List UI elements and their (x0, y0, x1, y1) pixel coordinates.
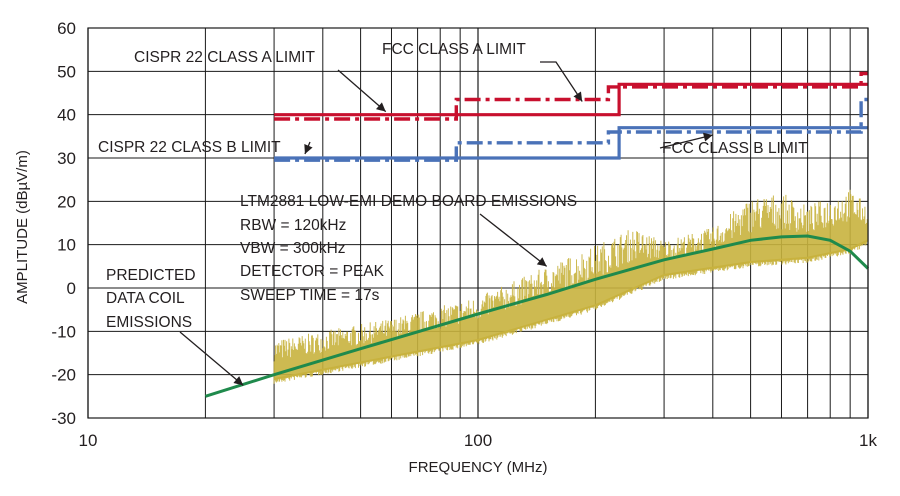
predicted-label-line-2: DATA COIL (106, 290, 185, 307)
cispr-a-arrowhead (375, 102, 386, 112)
cispr-a-label: CISPR 22 CLASS A LIMIT (134, 49, 315, 66)
y-tick-label: 50 (57, 62, 76, 81)
y-tick-label: 40 (57, 106, 76, 125)
x-axis-title: FREQUENCY (MHz) (409, 459, 548, 476)
fcc-a-leader (540, 61, 583, 102)
x-tick-label: 10 (79, 431, 98, 450)
x-tick-label: 1k (859, 431, 877, 450)
emissions-label: LTM2881 LOW-EMI DEMO BOARD EMISSIONS RBW… (240, 193, 577, 304)
emissions-label-line-5: SWEEP TIME = 17s (240, 287, 380, 304)
fcc-b-leader (659, 134, 713, 149)
y-tick-label: 10 (57, 236, 76, 255)
cispr-b-label: CISPR 22 CLASS B LIMIT (98, 139, 281, 156)
annotation-arrows (179, 61, 713, 386)
plot-area (204, 71, 870, 398)
y-tick-label: 0 (67, 279, 76, 298)
emissions-label-line-1: LTM2881 LOW-EMI DEMO BOARD EMISSIONS (240, 193, 577, 210)
series-ltm2881-low-emi-demo-board-emissions (273, 189, 869, 384)
cispr-a-leader (337, 69, 387, 113)
series-cispr-22-class-a-limit (274, 82, 868, 117)
fcc-a-arrowhead (573, 91, 583, 102)
plot-frame (87, 27, 869, 419)
tick-labels: -30 -20 -10 0 10 20 30 40 50 60 10 100 1k (51, 19, 877, 450)
fcc-b-arrowhead (702, 132, 713, 142)
y-tick-label: -20 (51, 366, 76, 385)
emissions-floor (273, 239, 869, 380)
emissions-label-line-2: RBW = 120kHz (240, 217, 346, 234)
x-tick-label: 100 (464, 431, 492, 450)
cispr-b-arrowhead (304, 143, 313, 154)
y-tick-label: 60 (57, 19, 76, 38)
series-predicted-data-coil-emissions (204, 234, 870, 398)
y-tick-label: -10 (51, 322, 76, 341)
predicted-arrowhead (233, 376, 244, 386)
predicted-label-line-1: PREDICTED (106, 267, 196, 284)
emissions-arrowhead (536, 257, 547, 267)
series-fcc-class-b-limit (274, 97, 868, 162)
emissions-label-line-3: VBW = 300kHz (240, 240, 346, 257)
predicted-label-line-3: EMISSIONS (106, 314, 192, 331)
y-axis-title: AMPLITUDE (dBµV/m) (14, 150, 31, 304)
fcc-b-label: FCC CLASS B LIMIT (662, 140, 808, 157)
emissions-leader (479, 213, 548, 267)
fcc-a-label: FCC CLASS A LIMIT (382, 41, 526, 58)
emissions-spectrum (273, 189, 869, 384)
predicted-leader (179, 331, 244, 386)
y-tick-label: 30 (57, 149, 76, 168)
predicted-label: PREDICTED DATA COIL EMISSIONS (106, 267, 196, 331)
y-tick-label: 20 (57, 192, 76, 211)
series-fcc-class-a-limit (274, 71, 868, 121)
y-tick-label: -30 (51, 409, 76, 428)
emissions-label-line-4: DETECTOR = PEAK (240, 263, 385, 280)
series-cispr-22-class-b-limit (274, 126, 868, 160)
